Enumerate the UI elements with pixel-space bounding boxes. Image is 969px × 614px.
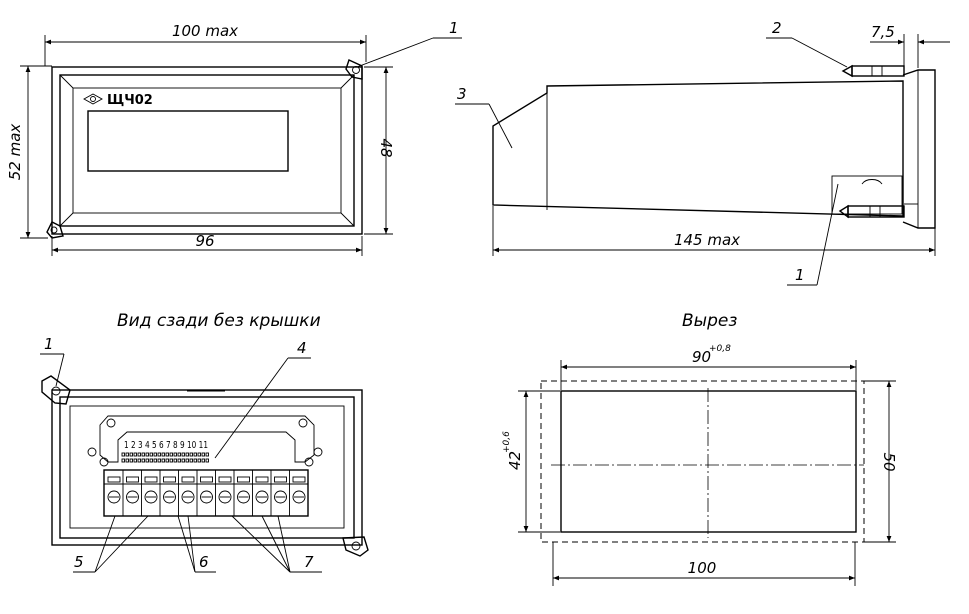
rear-view-title: Вид сзади без крышки: [117, 311, 321, 331]
callout-4: 4: [297, 339, 307, 357]
cutout-title: Вырез: [682, 311, 737, 331]
terminal-screw: [163, 490, 176, 504]
connector-pin: [133, 452, 137, 457]
dim-width-max: 100 max: [172, 22, 238, 40]
connector-pin: [189, 452, 193, 457]
terminal-slot: [237, 476, 250, 483]
callout-5: 5: [74, 553, 84, 571]
connector-pin: [145, 458, 149, 463]
terminal-screws: [107, 470, 309, 516]
terminal-screw: [274, 490, 287, 504]
dim-height: 48: [377, 138, 395, 157]
connector-pin: [193, 452, 197, 457]
cutout-outer-width: 100: [688, 559, 717, 577]
callout-6: 6: [199, 553, 209, 571]
device-label: ЩЧ02: [107, 93, 153, 108]
connector-pin: [157, 452, 161, 457]
connector-pin: [189, 458, 193, 463]
callout-1-side: 1: [795, 266, 805, 284]
rear-view: Вид сзади без крышки 1 2 3 4 5 6 7 8 9 1…: [40, 311, 369, 573]
terminal-slot: [181, 476, 195, 483]
connector-pin: [185, 458, 189, 463]
side-view: 145 max 7,5 2 3 1: [455, 19, 950, 286]
cutout-height: 42: [506, 451, 524, 470]
connector-pin: [121, 458, 125, 463]
terminal-slot: [163, 476, 176, 483]
connector-pin: [181, 452, 185, 457]
terminal-slot: [292, 476, 306, 483]
connector-pin: [141, 452, 145, 457]
cutout-outer-height: 50: [880, 452, 898, 471]
connector-pin: [165, 458, 169, 463]
dim-offset: 7,5: [871, 23, 895, 41]
terminal-screw: [181, 490, 195, 504]
connector-pin: [173, 452, 177, 457]
connector-pin: [125, 452, 129, 457]
dim-height-max: 52 max: [6, 124, 24, 181]
terminal-slot: [255, 476, 269, 483]
front-view: ЩЧ02 100 max 52 max 48 96 1: [6, 19, 462, 256]
connector-pin: [133, 458, 137, 463]
callout-2: 2: [772, 19, 782, 37]
connector-pin: [177, 452, 181, 457]
dim-length: 145 max: [674, 231, 740, 249]
terminal-slot: [274, 476, 287, 483]
terminal-slot: [200, 476, 213, 483]
connector-pin: [137, 458, 141, 463]
connector-pin: [201, 452, 205, 457]
connector-pin: [169, 458, 173, 463]
cutout-width: 90: [692, 348, 711, 366]
connector-pin: [137, 452, 141, 457]
connector-pin: [197, 452, 201, 457]
callout-1-rear: 1: [44, 335, 54, 353]
connector-pin: [153, 458, 157, 463]
connector-pin: [129, 458, 133, 463]
cutout-height-tol: +0,6: [502, 431, 512, 453]
connector-pin: [121, 452, 125, 457]
connector-pin: [181, 458, 185, 463]
connector-pin: [205, 452, 209, 457]
connector-pin: [129, 452, 133, 457]
terminal-screw: [144, 490, 158, 504]
terminal-slot: [144, 476, 158, 483]
connector-pin: [205, 458, 209, 463]
connector-pin: [177, 458, 181, 463]
logo-icon: [83, 93, 103, 105]
connector-pin: [157, 458, 161, 463]
connector-pin: [125, 458, 129, 463]
terminal-slot: [218, 476, 232, 483]
connector-pin: [173, 458, 177, 463]
terminal-screw: [237, 490, 250, 504]
terminal-screw: [200, 490, 213, 504]
connector-pin: [185, 452, 189, 457]
connector-pin: [141, 458, 145, 463]
connector-pin: [193, 458, 197, 463]
terminal-numbers: 1 2 3 4 5 6 7 8 9 10 11: [124, 440, 208, 451]
connector-pin: [201, 458, 205, 463]
terminal-screw: [292, 490, 306, 504]
connector-pins: [121, 452, 209, 463]
connector-pin: [149, 458, 153, 463]
connector-pin: [197, 458, 201, 463]
callout-7: 7: [304, 553, 314, 571]
connector-pin: [149, 452, 153, 457]
connector-pin: [161, 458, 165, 463]
callout-1-front: 1: [449, 19, 459, 37]
callout-3: 3: [457, 85, 467, 103]
terminal-slot: [107, 476, 121, 483]
terminal-screw: [255, 490, 269, 504]
terminal-slot: [126, 476, 139, 483]
connector-pin: [161, 452, 165, 457]
connector-pin: [145, 452, 149, 457]
dim-width: 96: [195, 232, 214, 250]
connector-pin: [169, 452, 173, 457]
terminal-screw: [107, 490, 121, 504]
cutout-view: Вырез 90 +0,8 42 +0,6 50 100: [502, 311, 898, 586]
terminal-screw: [218, 490, 232, 504]
connector-pin: [153, 452, 157, 457]
connector-pin: [165, 452, 169, 457]
cutout-width-tol: +0,8: [709, 344, 731, 354]
terminal-screw: [126, 490, 139, 504]
